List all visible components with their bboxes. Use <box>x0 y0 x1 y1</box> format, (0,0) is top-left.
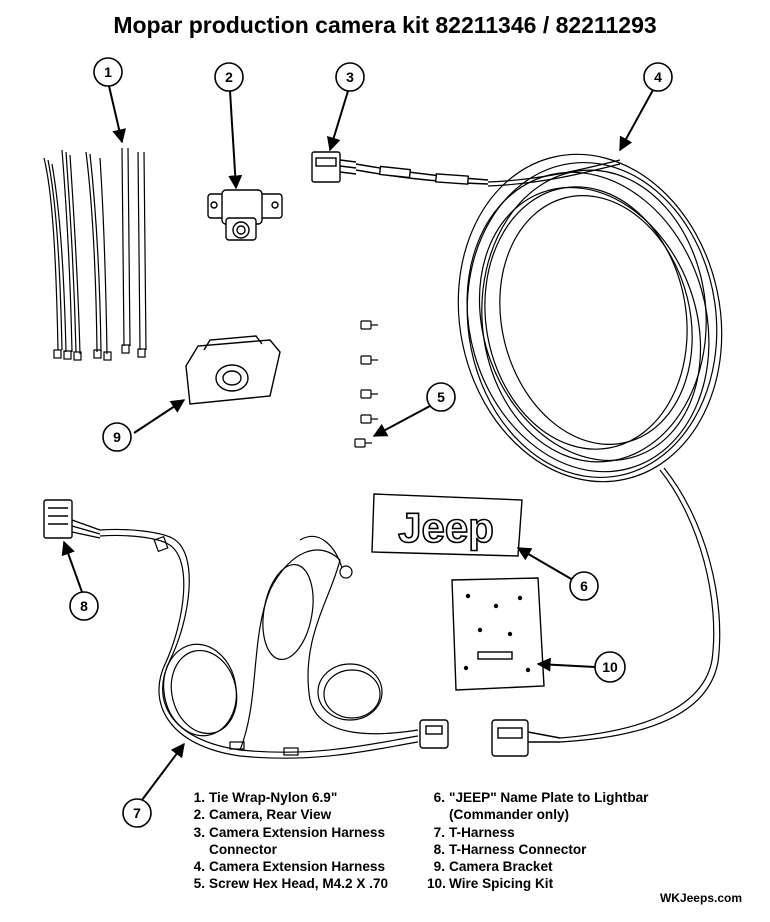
legend-row: 6."JEEP" Name Plate to Lightbar <box>433 790 649 805</box>
callout-4-label: 4 <box>654 69 662 85</box>
camera-bracket-illustration <box>185 335 281 405</box>
t-harness-connector-illustration <box>43 499 101 539</box>
callout-5-label: 5 <box>437 389 445 405</box>
extension-connector-illustration <box>311 151 489 185</box>
harness-end-connector <box>491 719 561 757</box>
jeep-nameplate-illustration: Jeep <box>371 493 523 557</box>
nameplate-text: Jeep <box>398 504 494 551</box>
callout-8-label: 8 <box>80 598 88 614</box>
legend-row: 5.Screw Hex Head, M4.2 X .70 <box>193 876 389 892</box>
legend-row: Connector <box>209 841 277 857</box>
callout-1: 1 <box>93 57 123 87</box>
callout-7-label: 7 <box>133 805 141 821</box>
legend-row: 10.Wire Spicing Kit <box>427 876 554 892</box>
rear-camera-illustration <box>207 189 283 241</box>
tie-wraps-illustration <box>43 147 147 361</box>
callout-2-label: 2 <box>225 69 233 85</box>
callout-2: 2 <box>214 62 244 92</box>
legend-left: 1.Tie Wrap-Nylon 6.9" 2.Camera, Rear Vie… <box>190 789 388 893</box>
callout-8: 8 <box>69 591 99 621</box>
callout-4: 4 <box>643 62 673 92</box>
legend-row: (Commander only) <box>449 807 570 823</box>
page-title: Mopar production camera kit 82211346 / 8… <box>113 12 657 38</box>
callout-3-label: 3 <box>346 69 354 85</box>
legend-row: 1.Tie Wrap-Nylon 6.9" <box>193 790 338 805</box>
callout-6: 6 <box>569 571 599 601</box>
callout-6-label: 6 <box>580 578 588 594</box>
callout-5: 5 <box>426 382 456 412</box>
t-harness-end-connector <box>419 719 449 749</box>
callout-10-label: 10 <box>602 659 618 675</box>
wire-splicing-kit-illustration <box>451 577 545 691</box>
legend-row: 8.T-Harness Connector <box>433 841 587 857</box>
legend-row: 7.T-Harness <box>433 824 515 840</box>
callout-1-label: 1 <box>104 64 112 80</box>
extension-harness-coil-illustration <box>457 153 723 743</box>
callout-10: 10 <box>594 651 626 683</box>
legend-row: 3.Camera Extension Harness <box>193 824 386 840</box>
callout-9-label: 9 <box>113 429 121 445</box>
t-harness-illustration <box>99 528 419 759</box>
legend-row: 9.Camera Bracket <box>433 859 553 875</box>
site-credit: WKJeeps.com <box>659 891 742 905</box>
callout-7: 7 <box>122 798 152 828</box>
callout-3: 3 <box>335 62 365 92</box>
legend-right: 6."JEEP" Name Plate to Lightbar (Command… <box>427 789 648 893</box>
legend-row: 4.Camera Extension Harness <box>193 859 386 875</box>
legend-row: 2.Camera, Rear View <box>193 807 332 823</box>
leader-arrows <box>61 85 654 801</box>
callout-9: 9 <box>102 422 132 452</box>
screws-illustration <box>354 320 378 448</box>
